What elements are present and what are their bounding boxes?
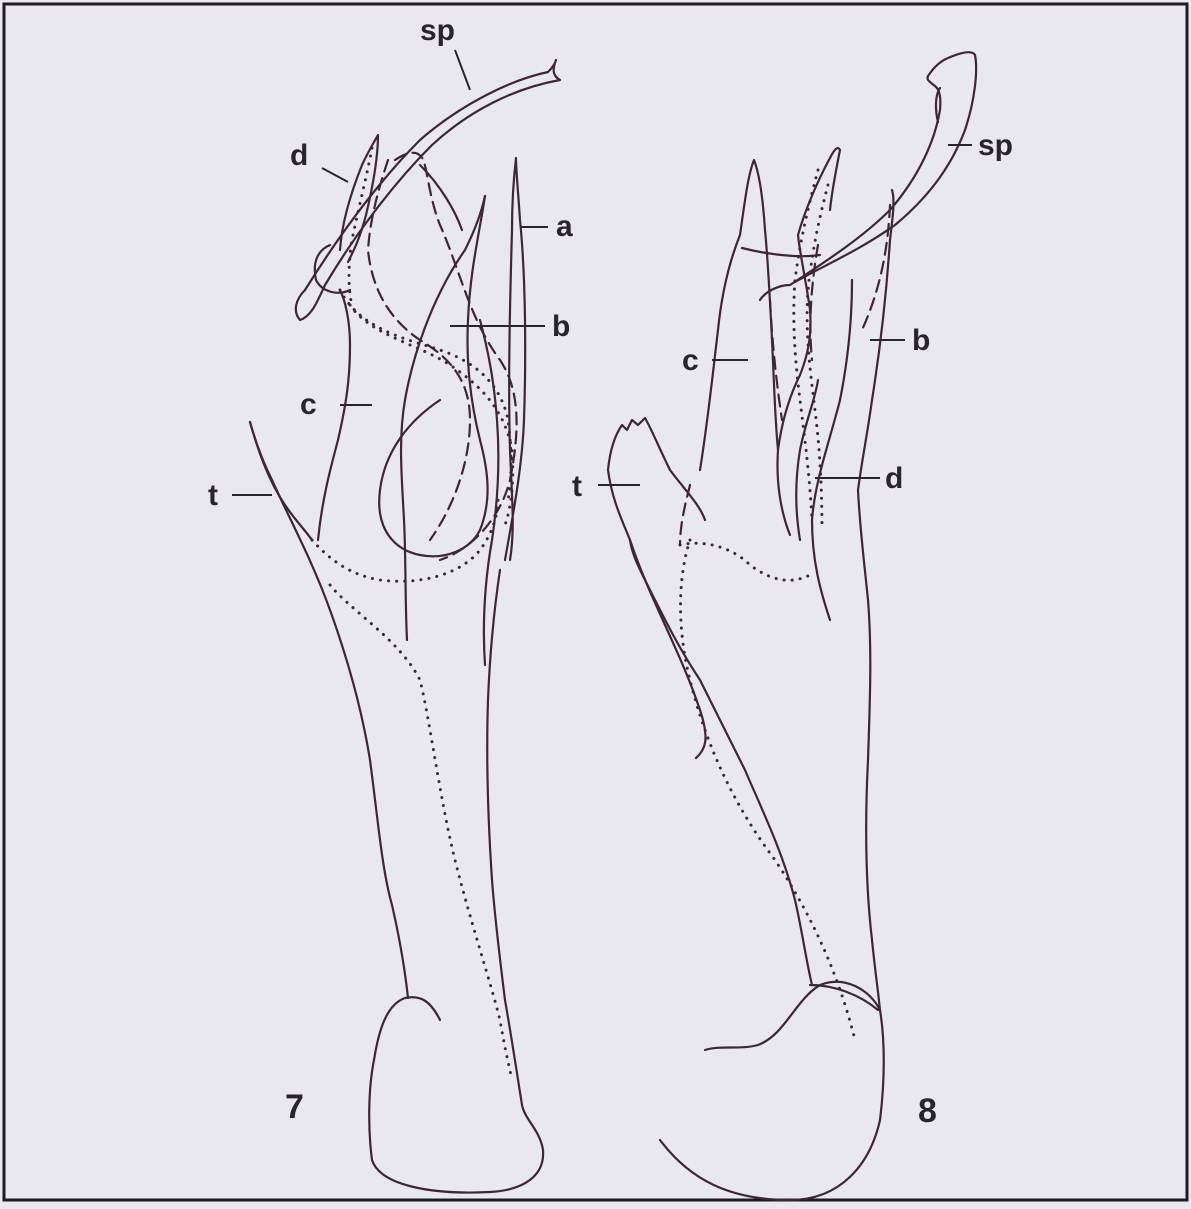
fig8-label-sp: sp	[978, 129, 1013, 162]
fig7-label-sp: sp	[420, 14, 455, 47]
fig7-number: 7	[285, 1088, 304, 1126]
fig8-label-b: b	[912, 324, 930, 357]
fig8-label-d: d	[885, 462, 903, 495]
fig7-label-t: t	[208, 479, 218, 512]
fig7-label-d: d	[290, 139, 308, 172]
fig8-label-t: t	[572, 470, 582, 503]
fig7-label-b: b	[552, 310, 570, 343]
fig7-label-c: c	[300, 388, 317, 421]
fig7-label-a: a	[556, 210, 573, 243]
fig8-label-c: c	[682, 344, 699, 377]
fig8-number: 8	[918, 1092, 937, 1130]
